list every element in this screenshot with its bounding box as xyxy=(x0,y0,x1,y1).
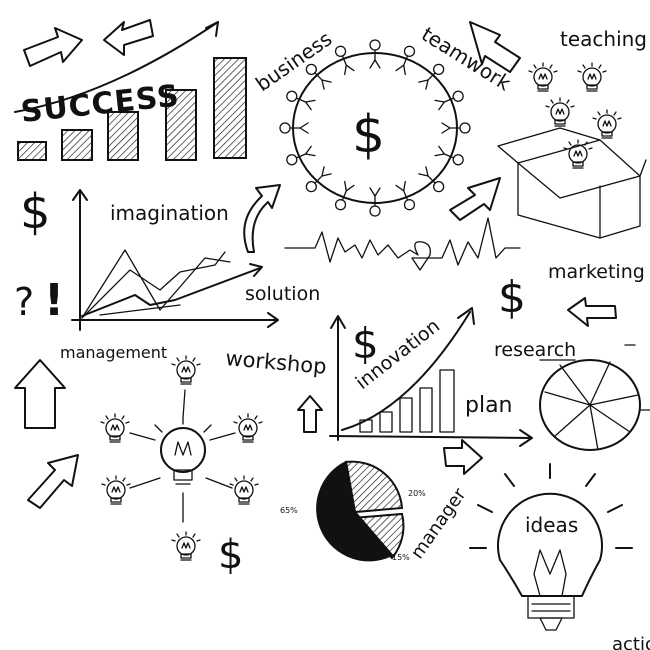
management-word: management xyxy=(60,343,167,362)
innovation-bar-chart xyxy=(329,307,533,447)
marketing-arrow xyxy=(567,297,617,327)
success-bar-5 xyxy=(213,57,247,159)
teamwork-person xyxy=(418,61,447,90)
manager-pie-chart xyxy=(316,460,405,562)
pie-label-left: 65% xyxy=(280,506,298,515)
research-word: research xyxy=(494,339,576,361)
success-bar-4 xyxy=(165,89,197,161)
teaching-arrow xyxy=(469,21,521,73)
question-mark-icon: ? xyxy=(14,280,34,324)
teamwork-people xyxy=(279,39,471,217)
teamwork-person xyxy=(441,122,471,134)
idea-network xyxy=(100,355,263,561)
success-trend-arrow xyxy=(14,21,219,113)
action-word: action xyxy=(612,634,650,650)
teaching-word: teaching xyxy=(560,27,647,51)
success-bar-chart xyxy=(17,57,247,161)
imagination-word: imagination xyxy=(110,201,229,225)
teaching-bulbs xyxy=(528,62,622,169)
teamwork-person xyxy=(434,89,466,111)
imagination-dollar-icon: $ xyxy=(20,184,51,240)
workshop-arrow-small xyxy=(297,395,323,433)
teamwork-person xyxy=(279,122,309,134)
workshop-word: workshop xyxy=(225,346,328,379)
solution-word: solution xyxy=(245,283,320,305)
teamwork-person xyxy=(284,89,316,111)
plan-word: plan xyxy=(465,393,513,418)
success-bar-2 xyxy=(61,129,93,161)
teaching-box xyxy=(497,127,647,239)
exclamation-mark-icon: ! xyxy=(44,275,64,326)
marketing-dollar-icon: $ xyxy=(498,272,526,323)
teamwork-dollar-icon: $ xyxy=(352,105,385,165)
success-arrow-left xyxy=(103,19,154,56)
teamwork-person xyxy=(333,44,355,76)
heartbeat-line xyxy=(284,217,521,271)
teamwork-person xyxy=(284,145,316,167)
pie-label-bottom-right: 15% xyxy=(392,553,410,562)
success-trend-arrow-head xyxy=(205,21,219,37)
teamwork-person xyxy=(395,44,417,76)
teamwork-person xyxy=(369,39,381,69)
teamwork-person xyxy=(395,180,417,212)
ideas-bulb-icon xyxy=(469,463,633,631)
teamwork-person xyxy=(303,166,332,195)
ideas-word: ideas xyxy=(525,513,578,537)
manager-arrow xyxy=(443,439,483,475)
success-bar-3 xyxy=(107,111,139,161)
teaching-arrow-up xyxy=(449,177,501,221)
imagination-line-chart xyxy=(71,189,279,331)
success-arrow-right xyxy=(23,27,83,67)
imagination-curved-arrow xyxy=(243,184,281,253)
research-pie-chart xyxy=(539,344,650,451)
marketing-word: marketing xyxy=(548,261,645,283)
teamwork-person xyxy=(369,187,381,217)
pie-label-top-right: 20% xyxy=(408,489,426,498)
teamwork-person xyxy=(303,61,332,90)
success-bar-1 xyxy=(17,141,47,161)
teamwork-person xyxy=(418,166,447,195)
teamwork-person xyxy=(333,180,355,212)
workshop-arrow-diag xyxy=(27,454,79,509)
workshop-dollar-icon: $ xyxy=(218,532,243,578)
teamwork-person xyxy=(434,145,466,167)
workshop-arrow-up xyxy=(14,359,66,429)
innovation-dollar-icon: $ xyxy=(352,319,379,368)
